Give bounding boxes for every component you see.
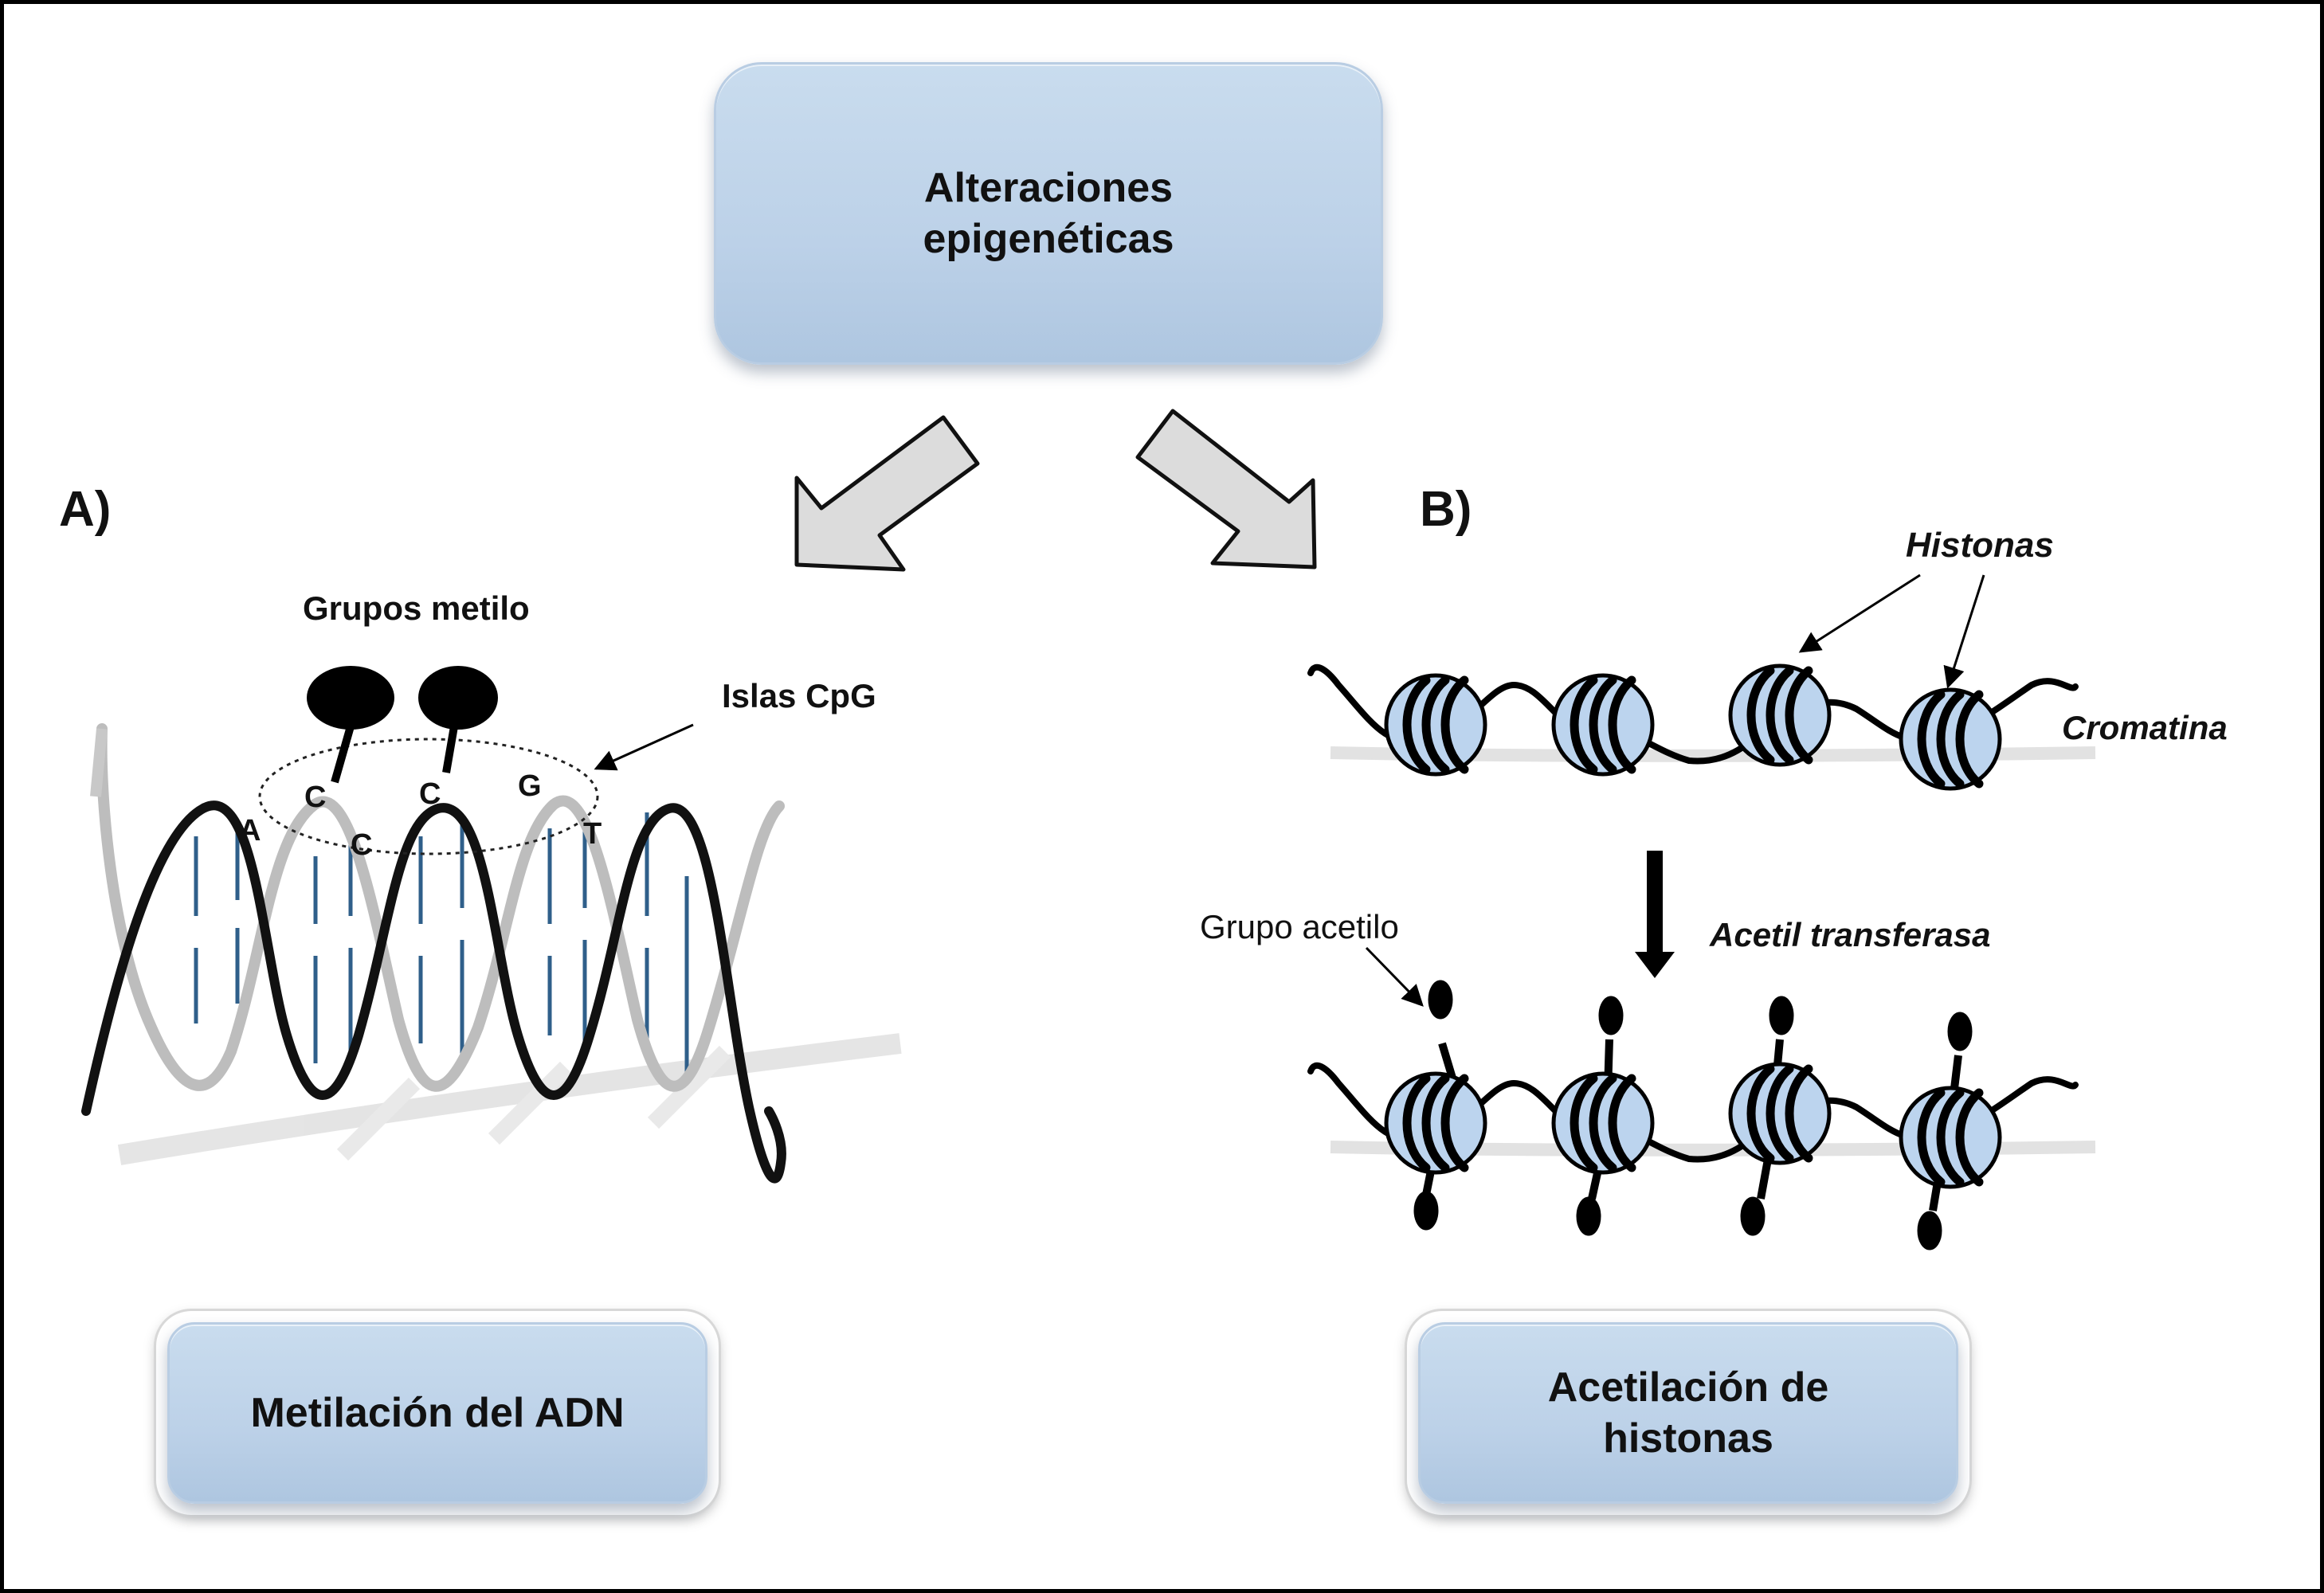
nucleosome-8 [1899, 1086, 2002, 1189]
histone-pointer-arrow-2 [1943, 574, 1985, 689]
acetyl-pointer-arrow [1365, 946, 1424, 1007]
panel-a-label: A) [59, 482, 112, 537]
histones-label: Histonas [1906, 526, 2054, 565]
panel-b-label: B) [1420, 482, 1472, 537]
epigenetic-alterations-box: Alteraciones epigenéticas [714, 62, 1383, 365]
nucleosomes [1384, 663, 2002, 1189]
nucleosome-6 [1551, 1071, 1655, 1175]
cpg-islands-label: Islas CpG [722, 677, 876, 714]
base-A: A [239, 814, 261, 847]
dna-methylation-box: Metilación del ADN [167, 1322, 707, 1504]
nucleosome-5 [1384, 1071, 1487, 1175]
top-box-line2: epigenéticas [923, 216, 1174, 262]
chromatin-label: Cromatina [2062, 709, 2228, 746]
nucleosome-7 [1728, 1062, 1832, 1165]
dna-strand-light [96, 723, 785, 1092]
base-T: T [583, 817, 602, 851]
nucleosome-4 [1899, 687, 2002, 791]
dna-strand-dark [81, 800, 786, 1184]
histone-acetylation-line2: histonas [1603, 1415, 1773, 1462]
methyl-groups-label: Grupos metilo [303, 589, 530, 627]
base-C2: C [351, 828, 373, 862]
dna-methylation-text: Metilación del ADN [250, 1390, 625, 1436]
transferase-down-arrow [1635, 851, 1675, 978]
nucleosome-1 [1384, 673, 1487, 777]
dna-shadow [117, 1033, 902, 1165]
histone-acetylation-box: Acetilación de histonas [1418, 1322, 1958, 1504]
acetyl-groups [1413, 980, 1973, 1251]
acetyl-transferase-label: Acetil transferasa [1710, 916, 1991, 953]
histone-acetylation-line1: Acetilación de [1547, 1364, 1829, 1411]
base-C1: C [304, 781, 327, 814]
cpg-pointer-arrow [594, 723, 694, 771]
dna-base-pairs [194, 812, 689, 1075]
base-G: G [518, 769, 542, 803]
top-box-line1: Alteraciones [923, 165, 1174, 211]
arrow-to-acetylation [1135, 409, 1317, 569]
nucleosome-2 [1551, 673, 1655, 777]
histone-pointer-arrow-1 [1798, 573, 1921, 653]
cpg-island-ellipse [258, 738, 599, 855]
base-C3: C [419, 777, 441, 811]
methyl-groups [307, 666, 498, 784]
nucleosome-3 [1728, 663, 1832, 767]
arrow-to-methylation [794, 415, 980, 572]
acetyl-group-label: Grupo acetilo [1200, 908, 1399, 945]
